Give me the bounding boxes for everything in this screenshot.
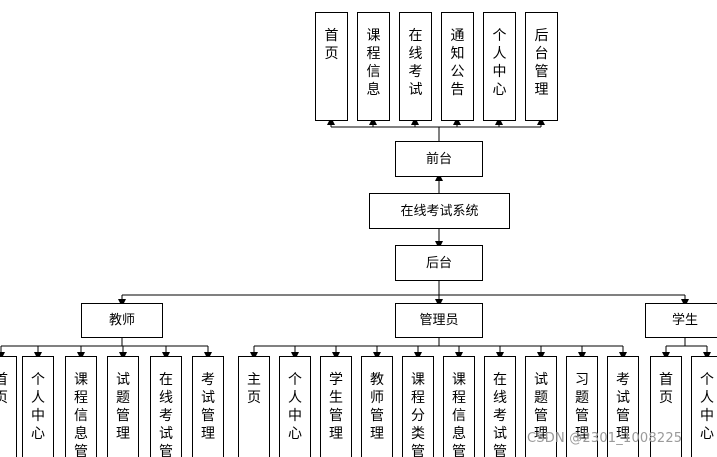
admin-module-teacher-mgmt: 教师管理 [361, 356, 393, 457]
admin-module-personal-center-label: 个人中心 [288, 372, 302, 442]
teacher-module-online-exam-mgmt: 在线考试管理 [150, 356, 182, 457]
role-teacher: 教师 [81, 303, 163, 338]
front-module-backend-admin-label: 后台管理 [534, 28, 549, 98]
back-node-label: 后台 [425, 255, 452, 271]
front-node: 前台 [395, 141, 483, 177]
student-module-home-label: 首页 [659, 372, 673, 406]
front-node-label: 前台 [425, 151, 452, 167]
teacher-module-course-info-mgmt: 课程信息管理 [65, 356, 97, 457]
front-module-notice-label: 通知公告 [450, 28, 465, 98]
admin-module-student-mgmt: 学生管理 [320, 356, 352, 457]
admin-module-student-mgmt-label: 学生管理 [329, 372, 343, 442]
front-module-course-info-label: 课程信息 [366, 28, 381, 98]
watermark: CSDN @2301_1008225 [527, 431, 683, 446]
system-node-label: 在线考试系统 [400, 203, 479, 219]
front-module-online-exam: 在线考试 [399, 12, 432, 121]
student-module-personal-center: 个人中心 [691, 356, 717, 457]
front-module-notice: 通知公告 [441, 12, 474, 121]
admin-module-exam-mgmt-label: 考试管理 [616, 372, 630, 442]
teacher-module-personal-center-label: 个人中心 [31, 372, 45, 442]
student-module-home: 首页 [650, 356, 682, 457]
front-module-personal-center-label: 个人中心 [492, 28, 507, 98]
admin-module-main-label: 主页 [247, 372, 261, 406]
back-node: 后台 [395, 245, 483, 281]
role-student: 学生 [645, 303, 717, 338]
front-module-home: 首页 [315, 12, 348, 121]
admin-module-personal-center: 个人中心 [279, 356, 311, 457]
admin-module-course-info-mgmt-label: 课程信息管理 [452, 372, 466, 457]
teacher-module-home-label: 首页 [0, 372, 8, 406]
front-module-home-label: 首页 [324, 28, 339, 62]
admin-module-exercise-mgmt: 习题管理 [566, 356, 598, 457]
admin-module-exam-mgmt: 考试管理 [607, 356, 639, 457]
role-admin: 管理员 [395, 303, 483, 338]
admin-module-course-category-mgmt: 课程分类管理 [402, 356, 434, 457]
front-module-course-info: 课程信息 [357, 12, 390, 121]
admin-module-online-exam-mgmt: 在线考试管理 [484, 356, 516, 457]
admin-module-question-mgmt: 试题管理 [525, 356, 557, 457]
teacher-module-online-exam-mgmt-label: 在线考试管理 [159, 372, 173, 457]
front-module-personal-center: 个人中心 [483, 12, 516, 121]
teacher-module-exam-mgmt: 考试管理 [192, 356, 224, 457]
admin-module-online-exam-mgmt-label: 在线考试管理 [493, 372, 507, 457]
student-module-personal-center-label: 个人中心 [700, 372, 714, 442]
admin-module-exercise-mgmt-label: 习题管理 [575, 372, 589, 442]
teacher-module-question-mgmt-label: 试题管理 [116, 372, 130, 442]
front-module-online-exam-label: 在线考试 [408, 28, 423, 98]
system-node: 在线考试系统 [369, 193, 510, 229]
role-student-label: 学生 [671, 313, 698, 328]
role-admin-label: 管理员 [419, 313, 459, 328]
front-module-backend-admin: 后台管理 [525, 12, 558, 121]
teacher-module-home: 首页 [0, 356, 17, 457]
teacher-module-course-info-mgmt-label: 课程信息管理 [74, 372, 88, 457]
admin-module-question-mgmt-label: 试题管理 [534, 372, 548, 442]
admin-module-main: 主页 [238, 356, 270, 457]
admin-module-course-info-mgmt: 课程信息管理 [443, 356, 475, 457]
teacher-module-personal-center: 个人中心 [22, 356, 54, 457]
admin-module-teacher-mgmt-label: 教师管理 [370, 372, 384, 442]
role-teacher-label: 教师 [108, 313, 135, 328]
teacher-module-question-mgmt: 试题管理 [107, 356, 139, 457]
admin-module-course-category-mgmt-label: 课程分类管理 [411, 372, 425, 457]
teacher-module-exam-mgmt-label: 考试管理 [201, 372, 215, 442]
